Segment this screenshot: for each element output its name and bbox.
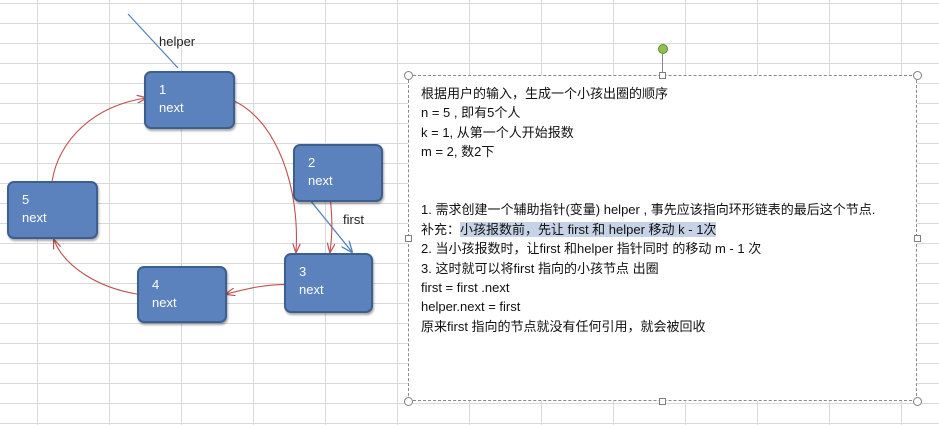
notes-blank-line: [421, 181, 906, 200]
notes-line: 1. 需求创建一个辅助指针(变量) helper , 事先应该指向环形链表的最后…: [421, 202, 876, 218]
rotation-handle[interactable]: [658, 44, 668, 54]
notes-line: 原来first 指向的节点就没有任何引用，就会被回收: [421, 318, 706, 334]
resize-handle-top[interactable]: [659, 72, 666, 79]
first-label: first: [343, 212, 364, 227]
notes-line: n = 5 , 即有5个人: [421, 105, 521, 121]
notes-textbox[interactable]: 根据用户的输入，生成一个小孩出圈的顺序 n = 5 , 即有5个人 k = 1,…: [408, 75, 917, 401]
supplement-highlight: 小孩报数前，先让 first 和 helper 移动 k - 1次: [460, 221, 717, 237]
notes-line: 2. 当小孩报数时，让first 和helper 指针同时 的移动 m - 1 …: [421, 241, 762, 257]
node-1[interactable]: 1 next: [144, 71, 235, 129]
node-5-next: next: [22, 210, 47, 225]
node-1-next: next: [159, 100, 184, 115]
arrow-2-to-3: [330, 195, 332, 252]
helper-label: helper: [159, 34, 196, 49]
node-2-number: 2: [308, 155, 316, 170]
resize-handle-bottom-right[interactable]: [913, 397, 922, 406]
node-3[interactable]: 3 next: [284, 253, 373, 313]
notes-line: first = first .next: [421, 280, 510, 296]
resize-handle-bottom-left[interactable]: [404, 397, 413, 406]
helper-pointer-line: [127, 13, 179, 69]
resize-handle-top-right[interactable]: [913, 71, 922, 80]
notes-line: 根据用户的输入，生成一个小孩出圈的顺序: [421, 86, 669, 101]
supplement-prefix: 补充：: [421, 221, 461, 237]
node-4-number: 4: [152, 277, 160, 292]
node-1-number: 1: [159, 82, 167, 97]
notes-line: helper.next = first: [421, 299, 521, 315]
resize-handle-top-left[interactable]: [404, 71, 413, 80]
node-3-next: next: [299, 282, 324, 297]
node-2-next: next: [308, 173, 333, 188]
node-5[interactable]: 5 next: [7, 181, 98, 239]
node-5-number: 5: [22, 192, 30, 207]
resize-handle-right[interactable]: [914, 235, 921, 242]
arrow-1-to-3: [231, 99, 296, 252]
resize-handle-bottom[interactable]: [659, 398, 666, 405]
notes-line: k = 1, 从第一个人开始报数: [421, 124, 574, 140]
rotation-handle-line: [662, 54, 663, 75]
node-4[interactable]: 4 next: [137, 266, 227, 323]
notes-line: 3. 这时就可以将first 指向的小孩节点 出圈: [421, 260, 659, 276]
resize-handle-left[interactable]: [405, 235, 412, 242]
node-3-number: 3: [299, 264, 307, 279]
node-4-next: next: [152, 295, 177, 310]
node-2[interactable]: 2 next: [293, 144, 383, 202]
first-pointer-arrow: [309, 199, 352, 252]
notes-line: m = 2, 数2下: [421, 144, 495, 160]
arrow-4-to-5: [54, 240, 138, 295]
notes-blank-line: [421, 162, 906, 181]
notes-supplement-line: 补充：小孩报数前，先让 first 和 helper 移动 k - 1次: [421, 220, 906, 239]
arrow-5-to-1: [51, 98, 146, 183]
